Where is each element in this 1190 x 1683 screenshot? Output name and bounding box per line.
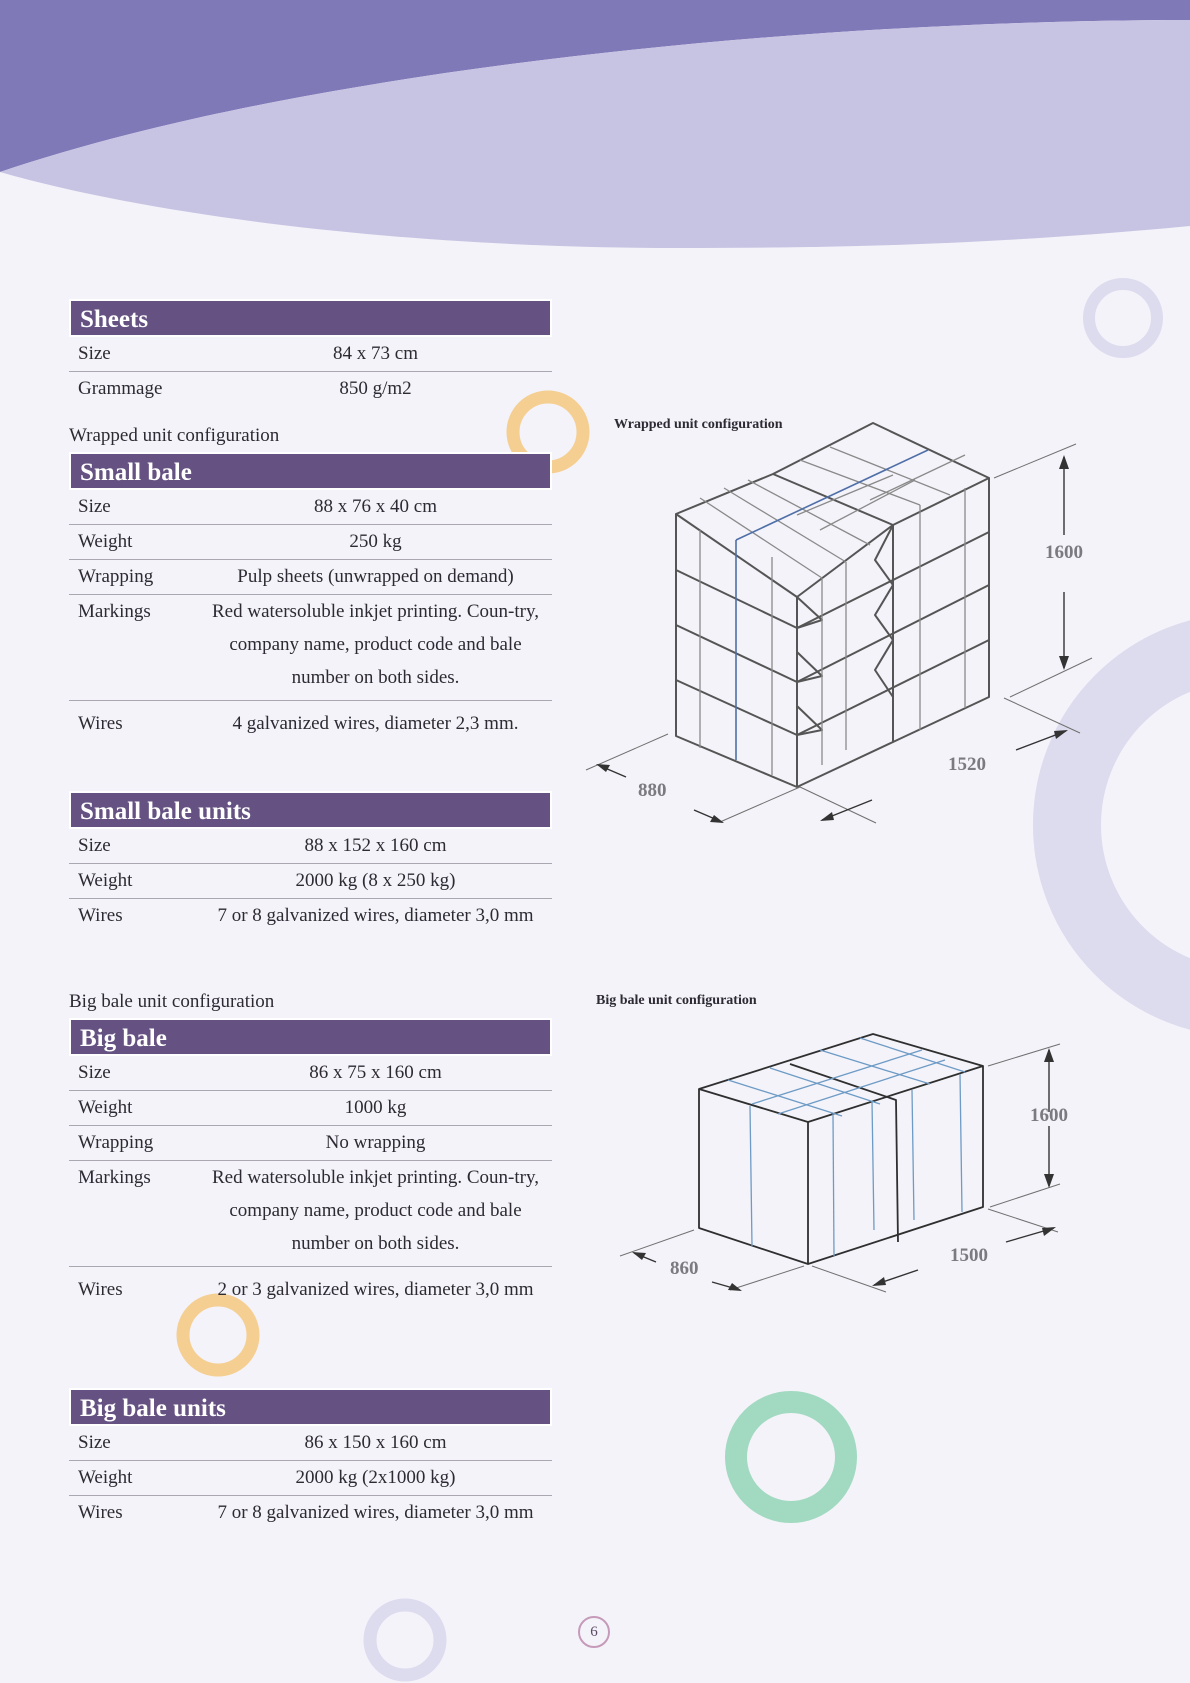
big-bale-units-row-weight: Weight 2000 kg (2x1000 kg) [69,1461,552,1496]
row-label: Wires [78,1502,123,1523]
row-label: Weight [78,870,133,891]
row-label: Wrapping [78,566,154,587]
wrapped-figure-caption: Wrapped unit configuration [614,417,783,432]
big-bale-diagram [619,1033,1061,1293]
small-bale-row-markings: Markings Red watersoluble inkjet printin… [69,595,552,701]
big-bale-row-wires: Wires 2 or 3 galvanized wires, diameter … [69,1267,552,1307]
big-bale-row-weight: Weight 1000 kg [69,1091,552,1126]
wrapped-section-title: Wrapped unit configuration [69,425,280,446]
big-depth-label: 860 [670,1258,699,1279]
big-bale-title: Big bale [69,1018,552,1056]
big-bale-row-markings: Markings Red watersoluble inkjet printin… [69,1161,552,1267]
row-value: 7 or 8 galvanized wires, diameter 3,0 mm [217,1502,534,1523]
header-wave-dark [0,0,1190,172]
row-value: No wrapping [325,1132,426,1153]
row-label: Wires [78,1279,123,1300]
row-label: Size [78,343,111,364]
sheets-row-size: Size 84 x 73 cm [69,337,552,372]
big-figure-caption: Big bale unit configuration [596,993,757,1008]
wrapped-depth-label: 880 [638,780,667,801]
ring-green [725,1391,857,1523]
small-bale-table: Small bale Size 88 x 76 x 40 cm Weight 2… [69,452,552,741]
row-value: 4 galvanized wires, diameter 2,3 mm. [232,713,519,734]
row-label: Size [78,496,111,517]
sheets-table: Sheets Size 84 x 73 cm Grammage 850 g/m2 [69,299,552,406]
row-value: Pulp sheets (unwrapped on demand) [237,566,514,587]
big-width-label: 1500 [950,1245,988,1266]
big-section-title: Big bale unit configuration [69,991,275,1012]
small-bale-units-row-weight: Weight 2000 kg (8 x 250 kg) [69,864,552,899]
big-height-label: 1600 [1030,1105,1068,1126]
header-wave-light [0,20,1190,248]
row-label: Size [78,1432,111,1453]
big-bale-units-title: Big bale units [69,1388,552,1426]
small-bale-row-wires: Wires 4 galvanized wires, diameter 2,3 m… [69,701,552,741]
row-label: Size [78,835,111,856]
row-value: 86 x 75 x 160 cm [309,1062,442,1083]
row-label: Wires [78,905,123,926]
big-bale-row-size: Size 86 x 75 x 160 cm [69,1056,552,1091]
small-bale-units-row-size: Size 88 x 152 x 160 cm [69,829,552,864]
wrapped-height-label: 1600 [1045,542,1083,563]
row-label: Weight [78,531,133,552]
small-bale-row-weight: Weight 250 kg [69,525,552,560]
ring-lavender-bottom [363,1598,447,1682]
row-value: 250 kg [349,531,402,552]
row-value: 86 x 150 x 160 cm [304,1432,447,1453]
big-bale-units-row-wires: Wires 7 or 8 galvanized wires, diameter … [69,1496,552,1530]
row-label: Markings [78,601,151,622]
row-value: 850 g/m2 [339,378,412,399]
small-bale-row-size: Size 88 x 76 x 40 cm [69,490,552,525]
page-number: 6 [578,1616,610,1648]
row-label: Grammage [78,378,163,399]
row-value: 2 or 3 galvanized wires, diameter 3,0 mm [217,1279,534,1300]
row-label: Markings [78,1167,151,1188]
big-bale-table: Big bale Size 86 x 75 x 160 cm Weight 10… [69,1018,552,1307]
row-value: 1000 kg [344,1097,407,1118]
row-value: Red watersoluble inkjet printing. Coun-t… [212,1167,539,1254]
small-bale-units-table: Small bale units Size 88 x 152 x 160 cm … [69,791,552,933]
row-label: Wires [78,713,123,734]
big-bale-row-wrapping: Wrapping No wrapping [69,1126,552,1161]
row-value: Red watersoluble inkjet printing. Coun-t… [212,601,539,688]
row-value: 84 x 73 cm [333,343,418,364]
small-bale-units-row-wires: Wires 7 or 8 galvanized wires, diameter … [69,899,552,933]
row-value: 88 x 152 x 160 cm [304,835,447,856]
wrapped-unit-diagram [585,422,1093,824]
ring-lavender-top-right [1083,278,1163,358]
ring-orange-bottom [176,1293,260,1377]
row-value: 7 or 8 galvanized wires, diameter 3,0 mm [217,905,534,926]
row-label: Weight [78,1467,133,1488]
row-value: 2000 kg (8 x 250 kg) [295,870,456,891]
big-bale-units-row-size: Size 86 x 150 x 160 cm [69,1426,552,1461]
row-label: Size [78,1062,111,1083]
sheets-title: Sheets [69,299,552,337]
row-value: 2000 kg (2x1000 kg) [295,1467,456,1488]
ring-lavender-large [1033,620,1190,1030]
wrapped-width-label: 1520 [948,754,986,775]
big-bale-units-table: Big bale units Size 86 x 150 x 160 cm We… [69,1388,552,1530]
small-bale-units-title: Small bale units [69,791,552,829]
sheets-row-grammage: Grammage 850 g/m2 [69,372,552,406]
row-label: Wrapping [78,1132,154,1153]
small-bale-title: Small bale [69,452,552,490]
row-value: 88 x 76 x 40 cm [314,496,437,517]
row-label: Weight [78,1097,133,1118]
small-bale-row-wrapping: Wrapping Pulp sheets (unwrapped on deman… [69,560,552,595]
